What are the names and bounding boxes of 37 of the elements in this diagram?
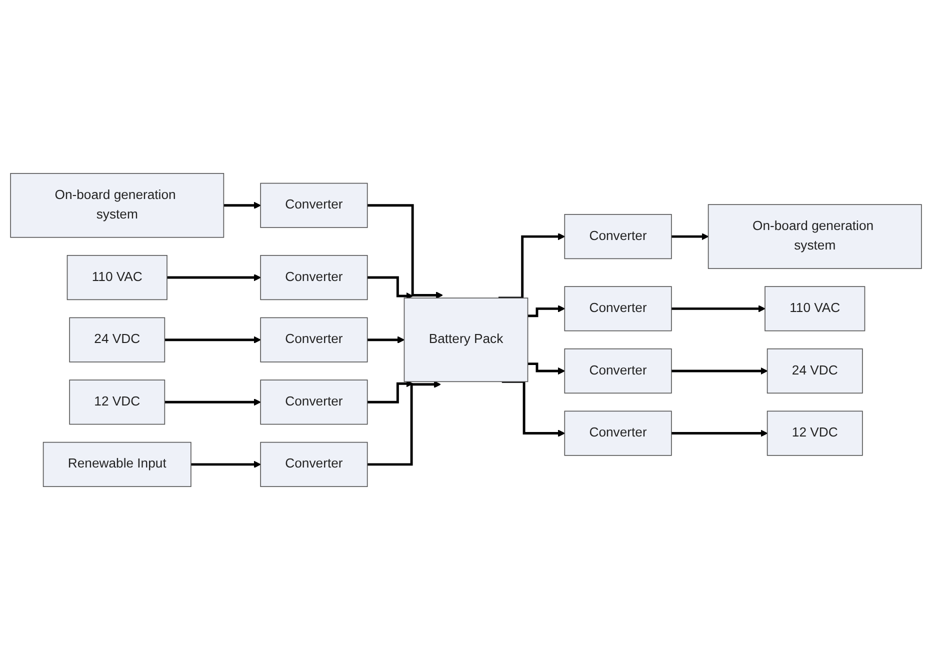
node-box: On-board generation system	[708, 204, 922, 269]
arrow	[367, 380, 414, 404]
arrow	[671, 232, 709, 240]
arrow	[190, 460, 261, 468]
node-box: 24 VDC	[69, 317, 166, 362]
arrow	[224, 202, 261, 209]
node-box: Converter	[260, 317, 368, 362]
arrow	[367, 276, 414, 300]
arrow	[528, 305, 565, 318]
node-box: Converter	[260, 380, 368, 425]
node-box: Renewable Input	[42, 442, 192, 487]
node-box: Battery Pack	[404, 298, 528, 382]
arrow	[502, 380, 565, 437]
arrow	[167, 274, 261, 282]
arrow	[498, 232, 565, 300]
node-box: 24 VDC	[766, 348, 863, 394]
arrow	[367, 204, 443, 299]
node-box: Converter	[564, 348, 672, 394]
arrow	[671, 367, 768, 375]
node-box: 110 VAC	[66, 255, 168, 300]
arrow	[164, 336, 261, 344]
node-box: Converter	[260, 182, 368, 228]
arrow	[367, 380, 441, 466]
node-box: 12 VDC	[766, 410, 863, 456]
node-box: Converter	[260, 442, 368, 487]
node-box: Converter	[260, 255, 368, 300]
arrow	[367, 336, 405, 344]
arrow	[671, 430, 768, 437]
arrow	[164, 398, 261, 406]
arrow	[671, 305, 766, 312]
node-box: 12 VDC	[69, 380, 166, 425]
node-box: 110 VAC	[764, 286, 866, 332]
node-box: Converter	[564, 214, 672, 260]
node-box: On-board generation system	[10, 173, 224, 238]
node-box: Converter	[564, 410, 672, 456]
arrow	[528, 362, 565, 375]
node-box: Converter	[564, 286, 672, 332]
